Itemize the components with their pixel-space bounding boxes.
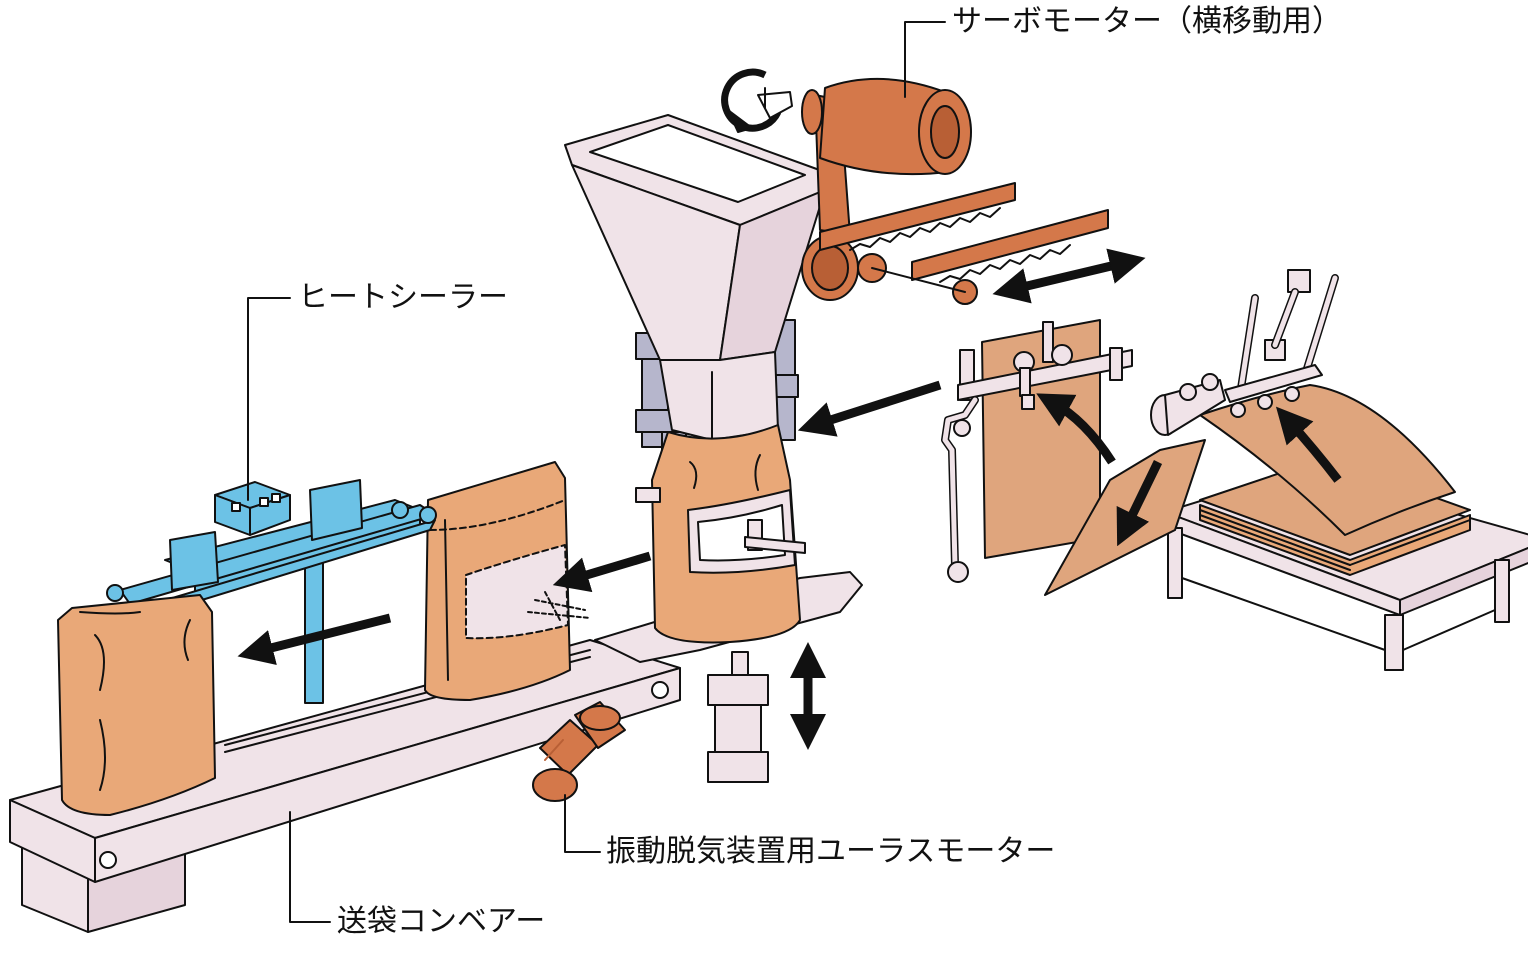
leader-lines xyxy=(247,21,946,923)
label-heat-sealer: ヒートシーラー xyxy=(298,280,508,315)
filling-bag xyxy=(635,424,806,644)
bag-suction-head xyxy=(941,319,1133,583)
label-servo-motor: サーボモーター（横移動用） xyxy=(952,4,1342,39)
bag-feeder-table xyxy=(1044,269,1528,671)
middle-bag xyxy=(424,461,591,701)
rotation-arrow-icon xyxy=(721,68,793,133)
label-vibration-motor: 振動脱気装置用ユーラスモーター xyxy=(606,834,1056,869)
motion-arrow-icon xyxy=(552,551,652,593)
motion-arrows xyxy=(237,248,1342,750)
hopper xyxy=(564,114,826,451)
filled-bag xyxy=(57,594,216,816)
vibration-motor xyxy=(532,701,626,802)
motion-arrow-icon xyxy=(237,613,392,666)
motion-arrow-icon xyxy=(1116,460,1163,547)
servo-motor-assembly xyxy=(801,77,1109,305)
heat-sealer xyxy=(106,479,437,704)
label-bag-conveyor: 送袋コンベアー xyxy=(337,904,546,939)
motion-arrow-icon xyxy=(797,380,942,437)
motion-arrow-icon xyxy=(1036,393,1116,465)
motion-arrow-icon xyxy=(992,248,1146,304)
motion-arrow-icon xyxy=(1275,406,1342,483)
